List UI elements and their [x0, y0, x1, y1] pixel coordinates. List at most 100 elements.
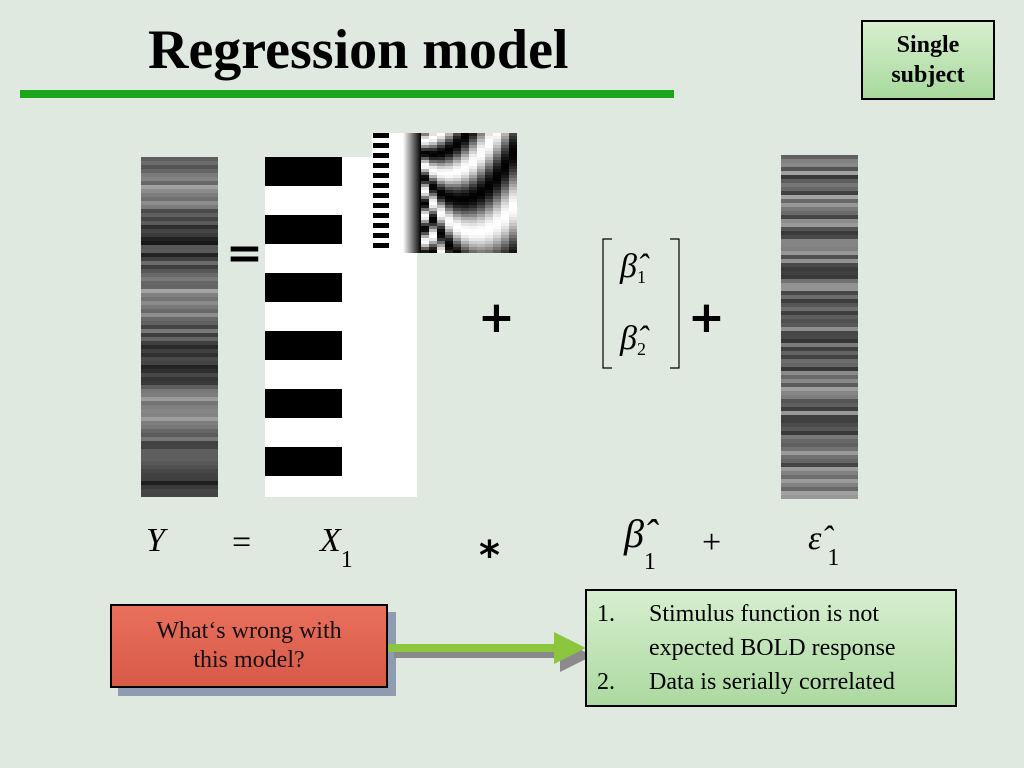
- stripe: [781, 203, 858, 207]
- basis-stripe: [373, 173, 389, 178]
- basis-cell: [469, 241, 477, 244]
- stripe: [781, 395, 858, 399]
- basis-cell: [493, 142, 501, 145]
- basis-stripe: [373, 143, 389, 148]
- beta-sub: 1: [636, 267, 646, 287]
- badge-line-2: subject: [891, 62, 965, 88]
- stripe: [141, 389, 218, 393]
- basis-cell: [493, 229, 501, 232]
- basis-cell: [493, 250, 501, 253]
- basis-cell: [469, 235, 477, 238]
- stripe: [141, 253, 218, 257]
- stripe: [141, 413, 218, 417]
- basis-cell: [469, 232, 477, 235]
- basis-gradient: [403, 133, 421, 253]
- basis-cell: [429, 157, 437, 160]
- basis-cell: [485, 223, 493, 226]
- stripe: [781, 335, 858, 339]
- boxcar-block: [265, 157, 342, 186]
- stripe: [781, 363, 858, 367]
- stripe: [141, 237, 218, 241]
- beta-base: β̂: [624, 511, 644, 556]
- basis-cell: [461, 160, 469, 163]
- basis-cell: [493, 151, 501, 154]
- basis-cell: [493, 232, 501, 235]
- basis-cell: [469, 193, 477, 196]
- stripe: [781, 367, 858, 371]
- basis-cell: [453, 238, 461, 241]
- basis-cell: [485, 220, 493, 223]
- stripe: [141, 201, 218, 205]
- basis-cell: [469, 160, 477, 163]
- basis-cell: [421, 244, 429, 247]
- basis-cell: [437, 163, 445, 166]
- stripe: [781, 327, 858, 331]
- equation-equals: =: [232, 524, 252, 561]
- basis-cell: [469, 154, 477, 157]
- beta-hat-1: β̂1: [620, 250, 646, 287]
- basis-cell: [429, 250, 437, 253]
- stripe: [141, 205, 218, 209]
- basis-cell: [493, 247, 501, 250]
- stripe: [141, 245, 218, 249]
- basis-cell: [485, 166, 493, 169]
- stripe: [781, 359, 858, 363]
- stripe: [141, 161, 218, 165]
- answer-number: 1.: [597, 601, 615, 627]
- basis-cell: [485, 196, 493, 199]
- basis-cell: [477, 169, 485, 172]
- basis-cell: [453, 142, 461, 145]
- basis-cell: [485, 184, 493, 187]
- basis-cell: [485, 214, 493, 217]
- basis-cell: [501, 241, 509, 244]
- basis-cell: [477, 154, 485, 157]
- stripe: [781, 287, 858, 291]
- basis-cell: [437, 139, 445, 142]
- basis-cell: [461, 139, 469, 142]
- stripe: [781, 423, 858, 427]
- basis-cell: [421, 169, 429, 172]
- stripe: [141, 293, 218, 297]
- stripe: [781, 351, 858, 355]
- basis-cell: [469, 196, 477, 199]
- basis-cell: [461, 196, 469, 199]
- basis-cell: [445, 232, 453, 235]
- basis-cell: [421, 223, 429, 226]
- stripe: [781, 399, 858, 403]
- basis-cell: [453, 202, 461, 205]
- stripe: [781, 171, 858, 175]
- basis-cell: [501, 151, 509, 154]
- basis-stripe: [373, 233, 389, 238]
- basis-cell: [453, 163, 461, 166]
- basis-cell: [477, 226, 485, 229]
- basis-functions-image: [372, 133, 517, 253]
- basis-cell: [461, 136, 469, 139]
- basis-cell: [421, 241, 429, 244]
- stripe: [141, 189, 218, 193]
- basis-cell: [421, 232, 429, 235]
- stripe: [781, 235, 858, 239]
- stripe: [781, 195, 858, 199]
- basis-cell: [493, 244, 501, 247]
- basis-cell: [421, 184, 429, 187]
- stripe: [781, 303, 858, 307]
- basis-cell: [453, 139, 461, 142]
- basis-cell: [445, 142, 453, 145]
- basis-cell: [437, 205, 445, 208]
- stripe: [141, 241, 218, 245]
- basis-cell: [429, 193, 437, 196]
- stripe: [141, 233, 218, 237]
- basis-stripe: [373, 183, 389, 188]
- basis-cell: [493, 172, 501, 175]
- basis-cell: [509, 214, 517, 217]
- basis-cell: [453, 178, 461, 181]
- stripe: [781, 407, 858, 411]
- stripe: [141, 309, 218, 313]
- basis-cell: [509, 247, 517, 250]
- stripe: [141, 349, 218, 353]
- stripe: [781, 391, 858, 395]
- basis-cell: [421, 187, 429, 190]
- basis-cell: [437, 193, 445, 196]
- basis-cell: [493, 187, 501, 190]
- basis-cell: [477, 190, 485, 193]
